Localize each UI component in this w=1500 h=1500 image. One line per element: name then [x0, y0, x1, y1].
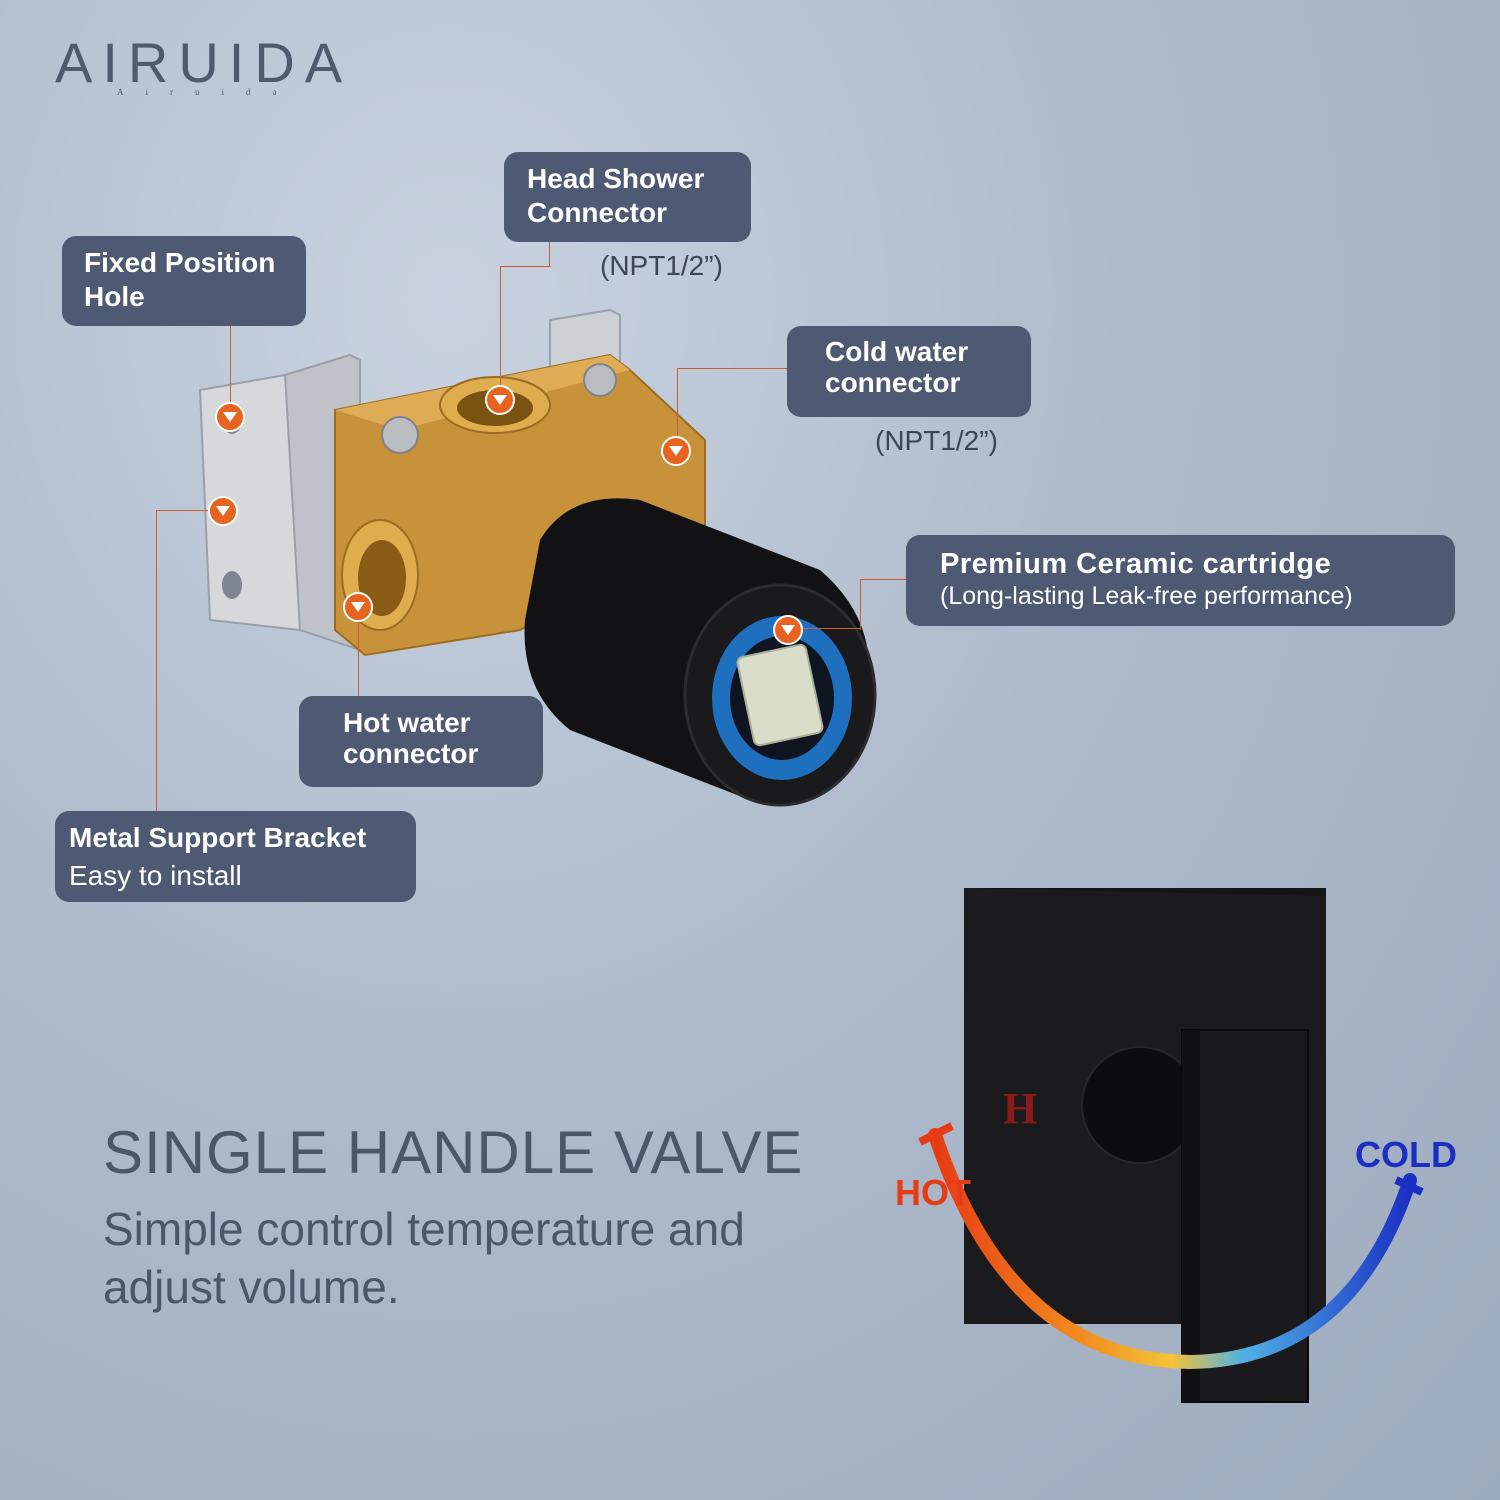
leader-line: [156, 510, 227, 811]
headline: SINGLE HANDLE VALVE: [103, 1119, 804, 1186]
subheadline: Simple control temperature and adjust vo…: [103, 1200, 863, 1316]
marker-hot-water: [343, 592, 373, 622]
leader-line: [230, 326, 231, 406]
label-line: Connector: [527, 197, 667, 228]
label-line: Fixed Position: [84, 247, 276, 278]
subheadline-line: adjust volume.: [103, 1261, 400, 1313]
label-line: Head Shower: [527, 163, 705, 194]
brand-name: AIRUIDA: [55, 31, 353, 94]
label-bracket: Metal Support Bracket Easy to install: [55, 811, 416, 902]
spec-cold-water: (NPT1/2”): [875, 425, 998, 456]
label-subtitle: (Long-lasting Leak-free performance): [940, 582, 1353, 610]
cold-label: COLD: [1355, 1134, 1457, 1175]
subheadline-line: Simple control temperature and: [103, 1203, 745, 1255]
marker-head-shower: [485, 385, 515, 415]
brand-logo: AIRUIDA Airuida: [55, 35, 385, 105]
handle-h-mark: H: [1003, 1084, 1038, 1133]
label-line: Hole: [84, 281, 145, 312]
label-subtitle: Easy to install: [69, 860, 242, 891]
marker-cartridge: [773, 615, 803, 645]
label-title: Metal Support Bracket: [69, 822, 367, 853]
leader-line: [358, 620, 359, 696]
leader-line: [500, 266, 551, 397]
leader-line: [549, 242, 550, 267]
label-hot-water: Hot water connector: [299, 696, 543, 787]
hot-label: HOT: [895, 1172, 971, 1213]
valve-body-illustration: [198, 308, 877, 807]
marker-fixed-hole: [215, 402, 245, 432]
label-line: Hot water: [343, 707, 471, 738]
brand-subtitle: Airuida: [117, 87, 299, 97]
label-cold-water: Cold water connector: [787, 326, 1031, 417]
leader-line: [860, 579, 907, 630]
label-cartridge: Premium Ceramic cartridge (Long-lasting …: [906, 535, 1455, 626]
label-fixed-hole: Fixed Position Hole: [62, 236, 306, 326]
handle-trim-illustration: [918, 888, 1424, 1403]
marker-cold-water: [661, 436, 691, 466]
spec-head-shower: (NPT1/2”): [600, 250, 723, 281]
label-line: connector: [343, 738, 479, 769]
marker-bracket: [208, 496, 238, 526]
label-line: connector: [825, 367, 961, 398]
label-title: Premium Ceramic cartridge: [940, 548, 1332, 580]
label-line: Cold water: [825, 336, 969, 367]
leader-line: [800, 628, 860, 629]
label-head-shower: Head Shower Connector: [504, 152, 751, 242]
leader-line: [677, 368, 788, 439]
